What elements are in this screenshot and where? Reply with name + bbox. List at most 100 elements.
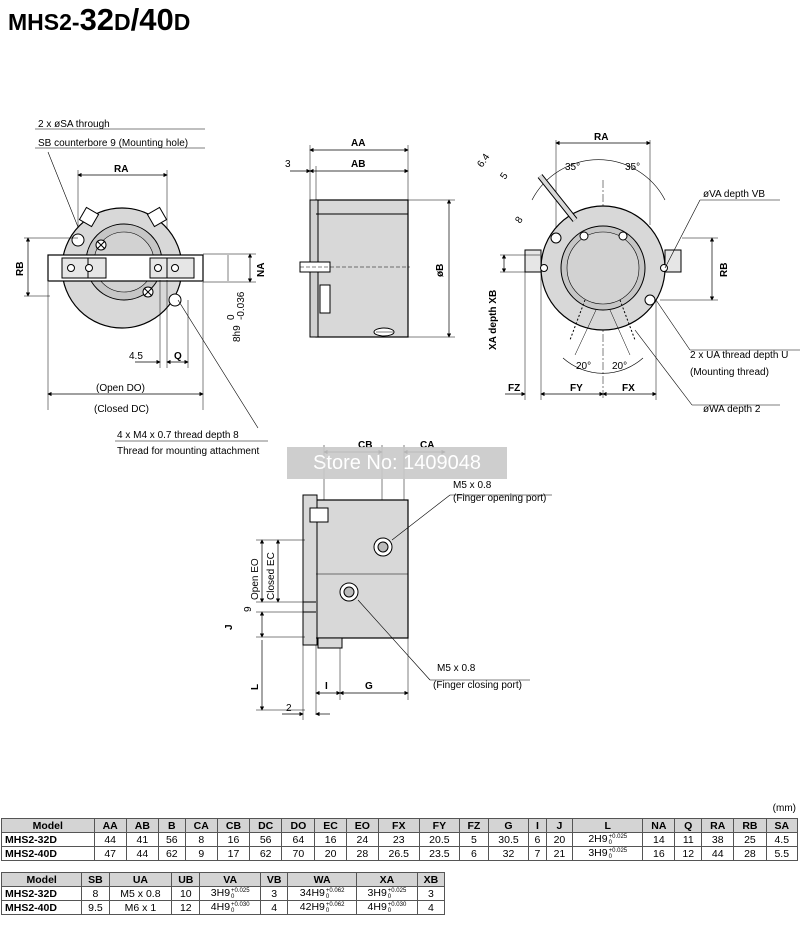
dim-rb: RB xyxy=(15,262,26,276)
store-watermark: Store No: 1409048 xyxy=(287,447,507,479)
table-cell: 10 xyxy=(171,886,201,901)
dim-ab: AB xyxy=(351,159,365,170)
table-cell: 21 xyxy=(545,846,574,861)
table-cell: 38 xyxy=(701,832,735,847)
col-header: FZ xyxy=(459,818,489,833)
table-cell: 44 xyxy=(93,832,127,847)
table-cell: 6 xyxy=(528,832,547,847)
table-cell: 30.5 xyxy=(487,832,530,847)
col-header: FY xyxy=(418,818,461,833)
table-cell: 44 xyxy=(701,846,735,861)
dim-5: 5 xyxy=(498,170,510,181)
table-cell: 11 xyxy=(674,832,703,847)
dim-3: 3 xyxy=(285,159,291,170)
col-header: Model xyxy=(1,818,95,833)
note-m4: 4 x M4 x 0.7 thread depth 8 xyxy=(117,430,239,441)
angle-20-a: 20° xyxy=(576,361,591,372)
unit-label: (mm) xyxy=(772,803,796,814)
dim-do: (Open DO) xyxy=(96,383,145,394)
dim-fz: FZ xyxy=(508,383,520,394)
table-cell: 17 xyxy=(216,846,251,861)
angle-20-b: 20° xyxy=(612,361,627,372)
col-header: VB xyxy=(260,872,289,887)
table-cell: 70 xyxy=(281,846,316,861)
dim-g: G xyxy=(365,681,373,692)
svg-text:-0.036: -0.036 xyxy=(236,291,247,320)
dim-8: 8 xyxy=(513,214,525,225)
col-header: EO xyxy=(345,818,379,833)
dim-ca: CA xyxy=(420,440,434,451)
dim-aa: AA xyxy=(351,138,365,149)
table-cell: 23.5 xyxy=(418,846,461,861)
table-cell: 7 xyxy=(528,846,547,861)
col-header: XA xyxy=(356,872,418,887)
dim-q: Q xyxy=(174,351,182,362)
table-cell: 4 xyxy=(260,900,289,915)
table-cell: 28 xyxy=(733,846,767,861)
table-cell: 47 xyxy=(93,846,127,861)
col-header: CB xyxy=(216,818,251,833)
drawing-title: MHS2-32D/40D xyxy=(8,2,191,37)
table-cell: M6 x 1 xyxy=(108,900,173,915)
table-cell: 32 xyxy=(487,846,530,861)
table-cell: 20.5 xyxy=(418,832,461,847)
table-cell: 4.5 xyxy=(765,832,799,847)
table-cell: 26.5 xyxy=(377,846,420,861)
note-ua: 2 x UA thread depth U xyxy=(690,350,788,361)
col-header: J xyxy=(545,818,574,833)
table-cell: MHS2-32D xyxy=(1,832,95,847)
table-cell: 4 xyxy=(416,900,446,915)
table-cell: 41 xyxy=(125,832,159,847)
col-header: SB xyxy=(81,872,110,887)
note-m5-close-2: (Finger closing port) xyxy=(433,680,522,691)
dim-dc: (Closed DC) xyxy=(94,404,149,415)
table-cell: 20 xyxy=(314,846,347,861)
table-cell: 20 xyxy=(545,832,574,847)
table-cell: 56 xyxy=(249,832,283,847)
table-cell: 8 xyxy=(81,886,110,901)
note-sa: 2 x øSA through xyxy=(38,119,110,130)
table-cell: 16 xyxy=(314,832,347,847)
table-cell: 9 xyxy=(184,846,218,861)
table-cell: M5 x 0.8 xyxy=(108,886,173,901)
dim-l: L xyxy=(250,684,261,690)
note-m5-open-2: (Finger opening port) xyxy=(453,493,546,504)
table-cell: 28 xyxy=(345,846,379,861)
table-cell: 24 xyxy=(345,832,379,847)
col-header: XB xyxy=(416,872,446,887)
table-cell: 16 xyxy=(216,832,251,847)
dim-b: øB xyxy=(435,264,446,277)
table-cell: 62 xyxy=(249,846,283,861)
col-header: SA xyxy=(765,818,799,833)
note-m5-close: M5 x 0.8 xyxy=(437,663,476,674)
col-header: CA xyxy=(184,818,218,833)
dim-cb: CB xyxy=(358,440,372,451)
col-header: NA xyxy=(642,818,676,833)
table-cell: 62 xyxy=(157,846,186,861)
col-header: Model xyxy=(0,872,83,887)
table-cell: 5.5 xyxy=(765,846,799,861)
front-view xyxy=(24,128,268,442)
dim-9: 9 xyxy=(243,606,254,612)
col-header: RB xyxy=(733,818,767,833)
dim-h: 8h9 xyxy=(232,325,243,342)
note-m5-open: M5 x 0.8 xyxy=(453,480,492,491)
col-header: Q xyxy=(674,818,703,833)
table-cell: 5 xyxy=(459,832,489,847)
rear-view xyxy=(500,140,800,406)
table-cell: 12 xyxy=(674,846,703,861)
side-view xyxy=(290,145,455,338)
rear-view-labels: RA 6.4 5 8 35° 35° øVA depth VB RB XA de… xyxy=(475,132,788,415)
